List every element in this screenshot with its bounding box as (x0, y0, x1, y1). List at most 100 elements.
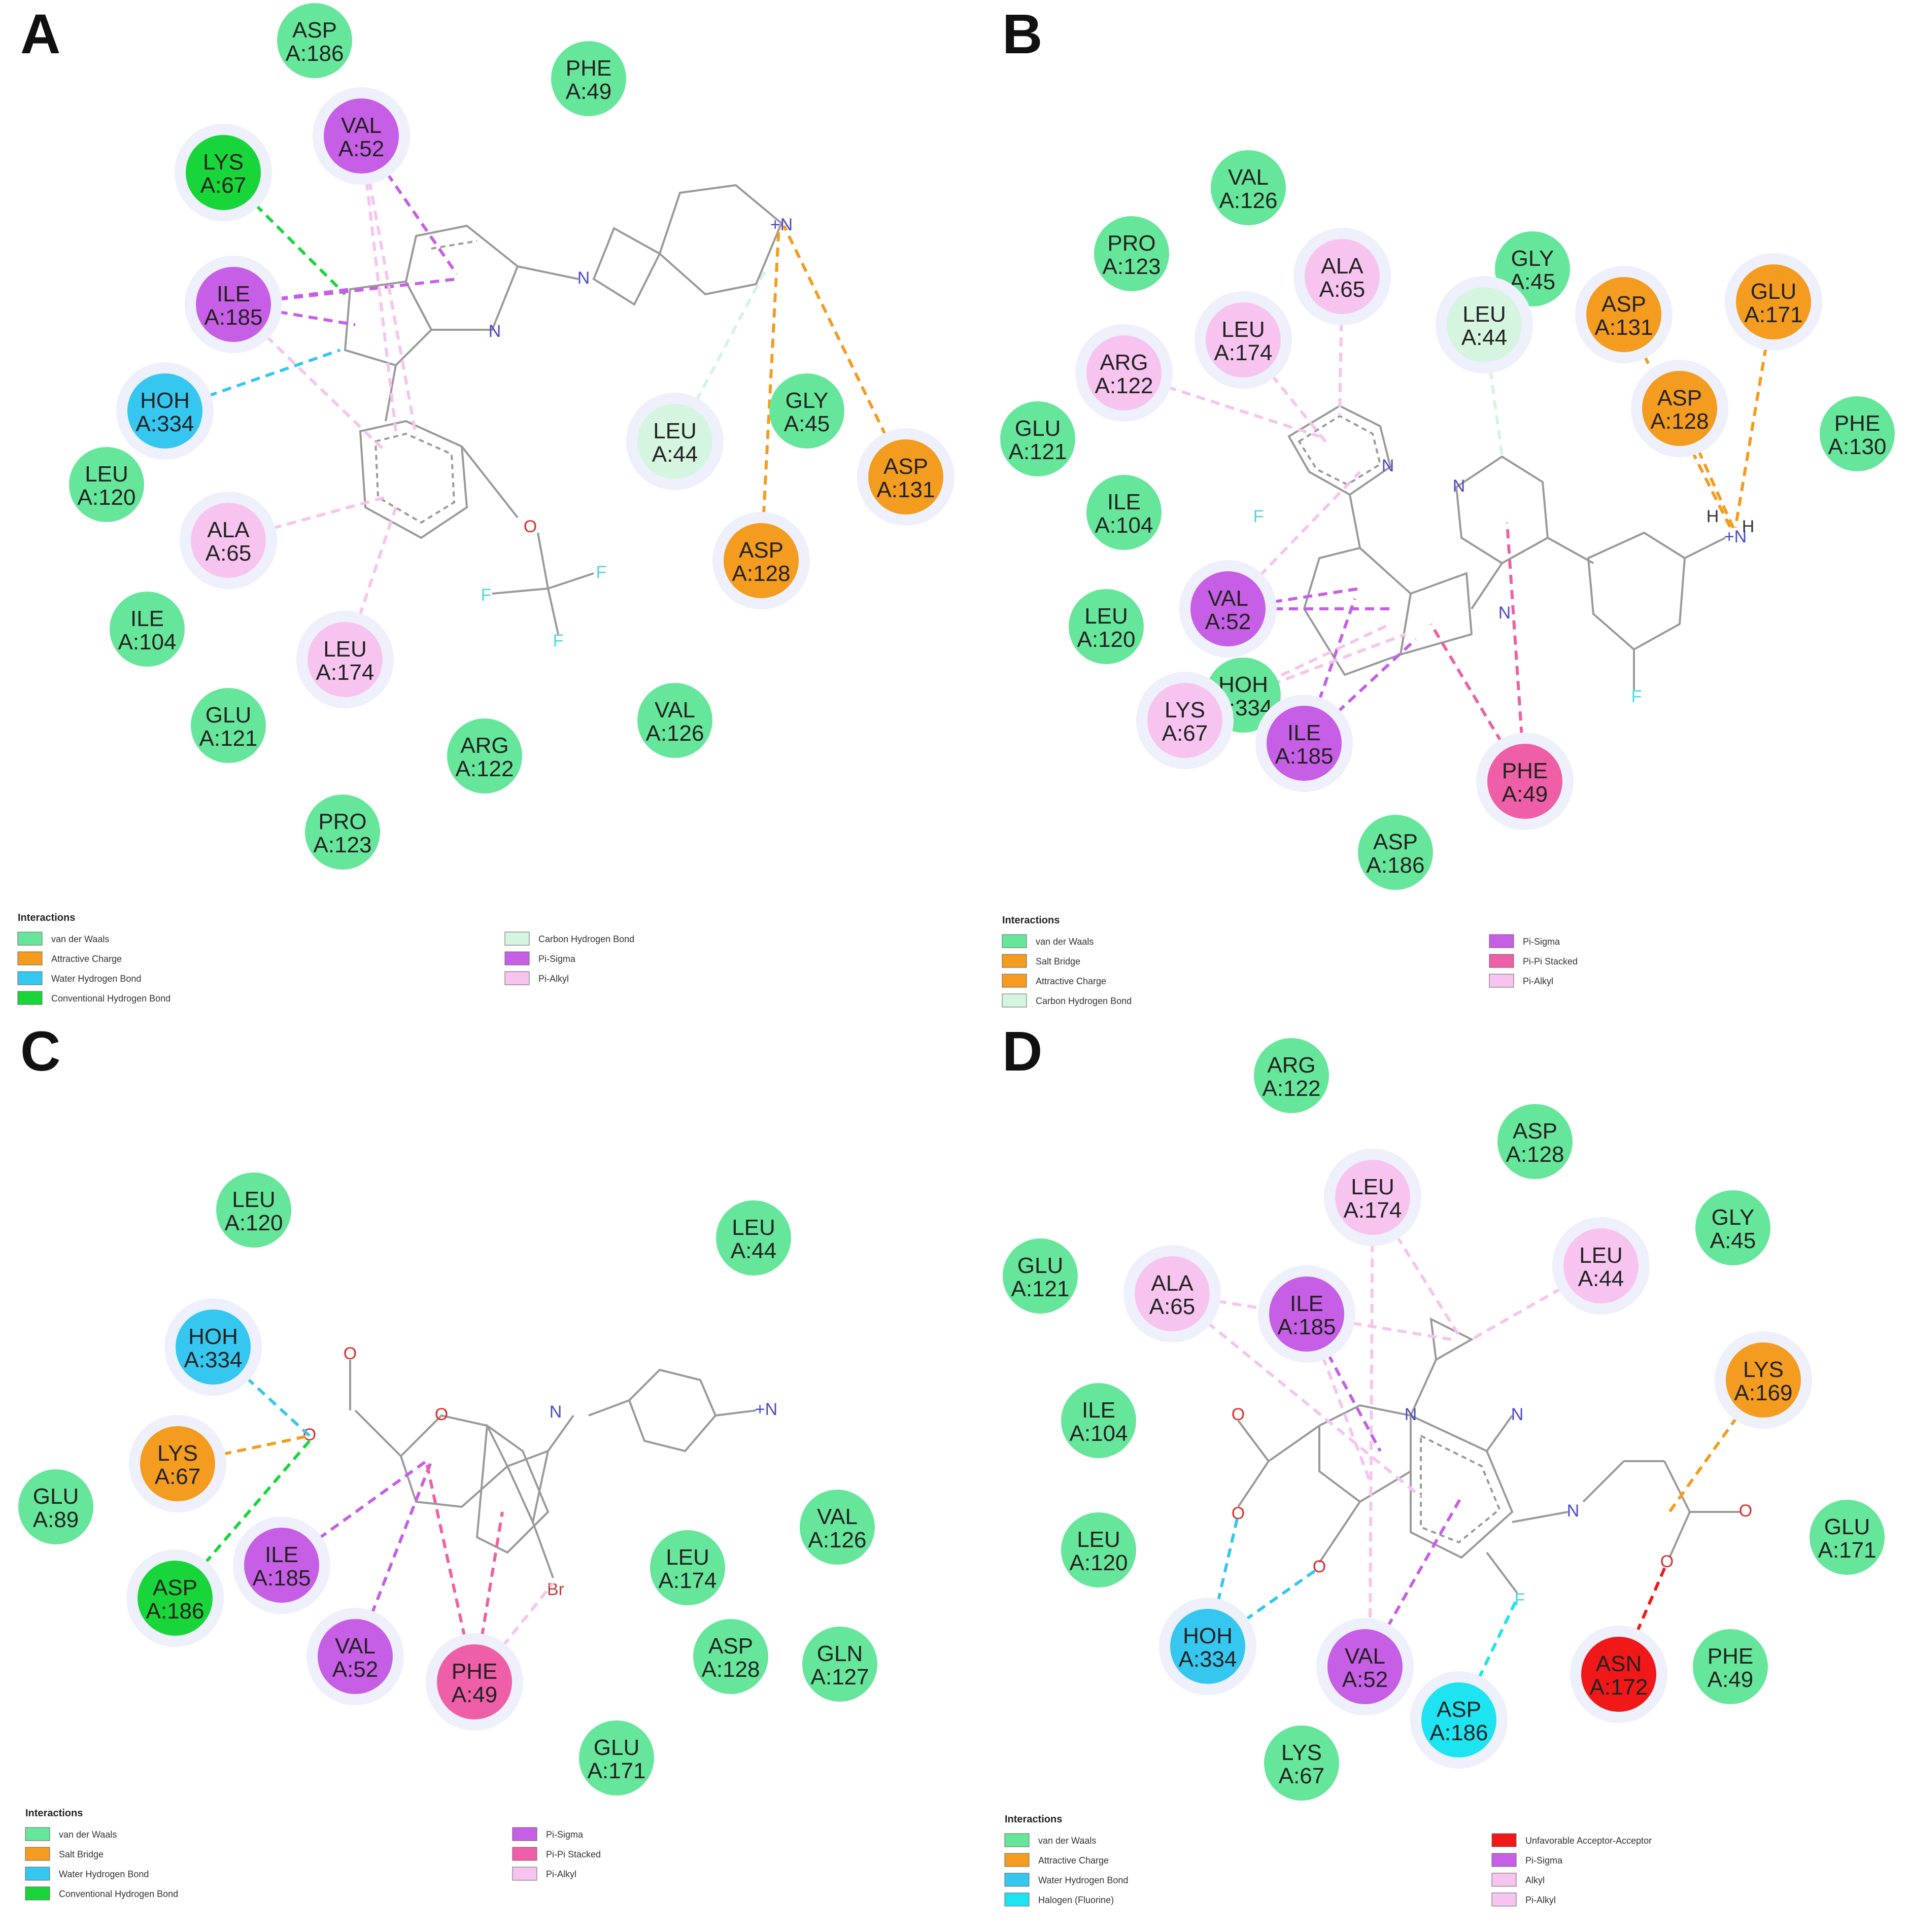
residue-id: A:67 (155, 1464, 201, 1489)
residue-name: LYS (157, 1441, 198, 1466)
residue-id: A:185 (204, 305, 263, 330)
residue-id: A:130 (1828, 434, 1887, 459)
atom-f: F (1631, 687, 1642, 706)
legend-label: Pi-Pi Stacked (546, 1849, 601, 1859)
residue-disc (1069, 589, 1144, 664)
legend-swatch (1002, 974, 1027, 988)
residue-name: LYS (1281, 1740, 1322, 1765)
interaction-line (360, 135, 458, 275)
residue-id: A:334 (1179, 1647, 1237, 1672)
residue-id: A:44 (731, 1238, 777, 1263)
residue-name: GLU (1015, 416, 1061, 441)
residue-name: VAL (341, 113, 382, 138)
atom-f: F (1253, 507, 1264, 526)
panel-letter-d: D (1002, 1020, 1042, 1083)
residue-discs: ASPA:186PHEA:49VALA:52LYSA:67ILEA:185HOH… (18, 3, 1895, 1801)
residue-disc (1586, 277, 1661, 352)
residue-name: LEU (732, 1215, 775, 1240)
residue-id: A:104 (118, 630, 177, 654)
atom-o: O (1232, 1405, 1245, 1424)
atom-f: F (596, 563, 607, 582)
legend-swatch (17, 991, 43, 1005)
residue-id: A:126 (1219, 188, 1278, 213)
residue-name: GLY (1712, 1205, 1755, 1230)
legend-label: Attractive Charge (1038, 1855, 1109, 1866)
legend-label: Carbon Hydrogen Bond (1036, 996, 1132, 1006)
residue-id: A:67 (1162, 721, 1208, 746)
residue-name: GLU (33, 1484, 79, 1509)
residue-id: A:123 (1103, 254, 1161, 279)
legend-swatch (512, 1867, 537, 1881)
legend-swatch (504, 971, 530, 985)
interaction-line (360, 135, 397, 432)
residue-name: ASP (1657, 386, 1702, 410)
residue-id: A:334 (136, 411, 194, 436)
residue-disc (579, 1720, 654, 1796)
residue-id: A:186 (1367, 853, 1425, 878)
legend-label: Halogen (Fluorine) (1038, 1895, 1114, 1905)
residue-id: A:120 (225, 1211, 283, 1235)
residue-name: ALA (1151, 1271, 1193, 1296)
atom-f: F (1515, 1590, 1525, 1609)
atom-n: N (577, 268, 590, 288)
residue-disc (1447, 287, 1522, 362)
residue-disc (110, 592, 185, 667)
residue-disc (437, 1644, 512, 1719)
atom-labels: N N +N O F F F N N N +N H H F F O O O N … (303, 215, 1755, 1609)
residue-disc (1810, 1500, 1885, 1575)
residue-disc (1563, 1228, 1639, 1303)
legend-label: Pi-Alkyl (1523, 976, 1553, 986)
legend-swatch (504, 932, 530, 946)
residue-name: LYS (1743, 1357, 1784, 1382)
residue-disc (724, 523, 799, 598)
panel-a-ligand (344, 184, 783, 635)
residue-name: GLY (786, 388, 829, 413)
legend-label: Conventional Hydrogen Bond (59, 1889, 178, 1899)
residue-disc (1726, 1342, 1801, 1418)
residue-id: A:185 (1275, 744, 1334, 769)
residue-disc (216, 1172, 291, 1248)
residue-id: A:185 (1278, 1315, 1336, 1339)
interaction-line (1506, 522, 1526, 782)
residue-disc (1269, 1276, 1344, 1352)
residue-disc (650, 1530, 725, 1605)
residue-disc (1487, 744, 1562, 819)
atom-cation: +N (770, 215, 793, 234)
atom-cation: +N (1724, 527, 1747, 546)
atom-h: H (1707, 507, 1719, 526)
residue-id: A:44 (652, 442, 698, 467)
residue-id: A:65 (1319, 277, 1366, 302)
legend-label: van der Waals (51, 934, 109, 944)
residue-disc (1003, 1238, 1078, 1314)
legend-label: van der Waals (1038, 1836, 1096, 1846)
interaction-line (228, 496, 386, 542)
atom-n: N (1511, 1405, 1524, 1424)
residue-disc (1061, 1383, 1136, 1458)
residue-id: A:186 (1430, 1720, 1488, 1745)
residue-id: A:49 (566, 79, 612, 104)
residue-id: A:185 (253, 1566, 311, 1591)
residue-id: A:122 (1263, 1076, 1321, 1101)
legend-swatch (17, 951, 43, 965)
residue-disc (1264, 1726, 1339, 1801)
residue-name: GLU (594, 1735, 639, 1760)
residue-name: ILE (1290, 1291, 1323, 1316)
residue-name: ARG (1267, 1053, 1315, 1078)
